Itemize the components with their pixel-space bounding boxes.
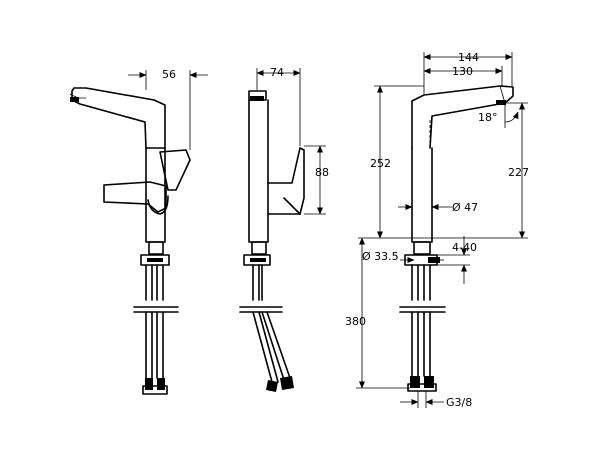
dim-hose-length: 380 — [345, 315, 366, 328]
dim-swivel-angle: 18° — [478, 111, 498, 124]
dim-spout-length: 130 — [452, 65, 473, 78]
faucet-side-view: 74 88 — [239, 66, 329, 392]
dim-side-reach: 74 — [270, 66, 284, 79]
dim-total-height: 252 — [370, 157, 391, 170]
dim-front-reach: 56 — [162, 68, 176, 81]
dim-handle-height: 88 — [315, 166, 329, 179]
dim-spout-length-total: 144 — [458, 51, 479, 64]
faucet-back-view: 144 130 18° 252 227 Ø 47 Ø 33.5 4-40 — [345, 51, 529, 409]
faucet-front-view: 56 — [69, 68, 208, 395]
dim-body-diameter: Ø 47 — [452, 201, 478, 214]
dim-connection-thread: G3/8 — [446, 396, 472, 409]
dim-hole-diameter: Ø 33.5 — [362, 250, 399, 263]
dim-deck-thickness: 4-40 — [452, 241, 477, 254]
dim-spout-height: 227 — [508, 166, 529, 179]
